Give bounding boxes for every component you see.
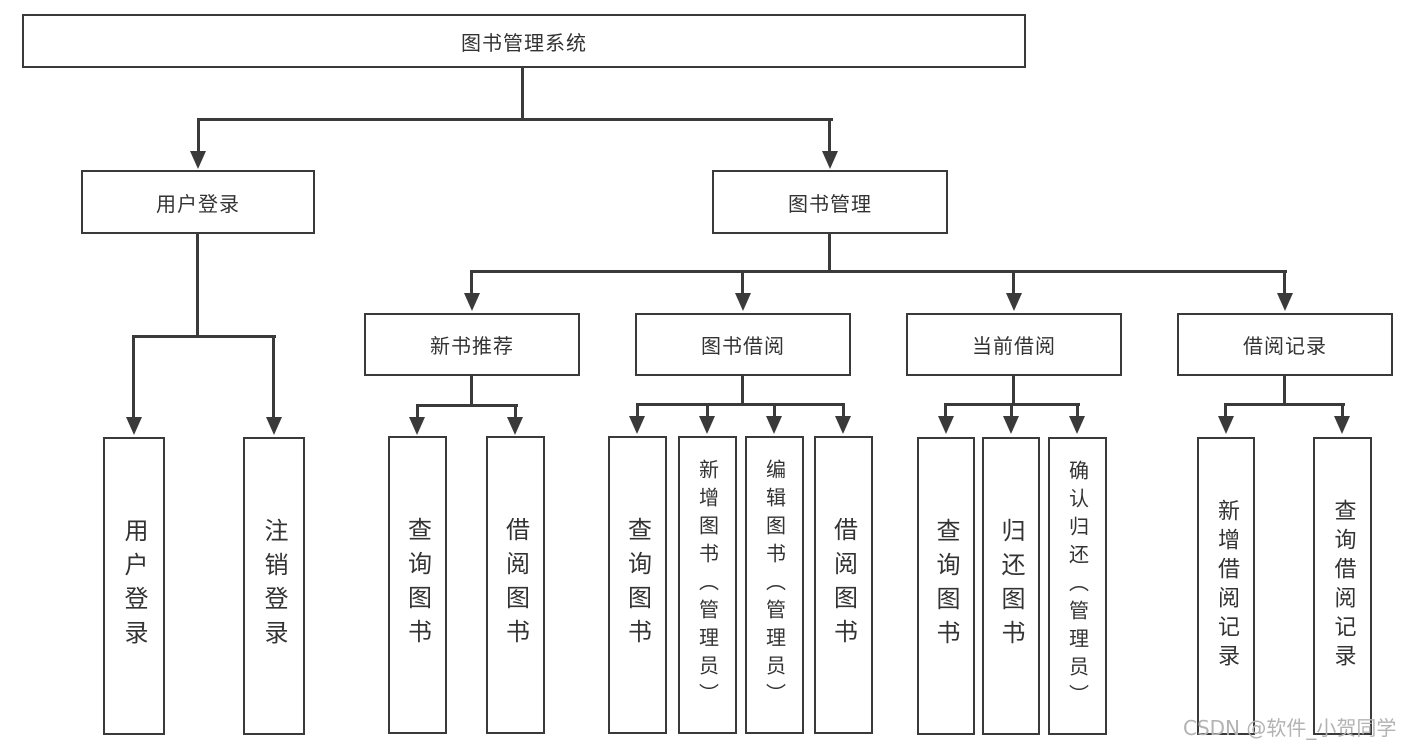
connector-book-mgmt-split xyxy=(470,270,1287,273)
connector-book-mgmt-drop xyxy=(828,118,831,155)
leaf-cb-return-book: 归还图书 xyxy=(982,437,1040,735)
node-book-management: 图书管理 xyxy=(712,170,948,234)
node-new-book-recommend: 新书推荐 xyxy=(364,313,580,376)
connector-user-login-drop xyxy=(197,118,200,155)
csdn-watermark: CSDN @软件_小贺同学 xyxy=(1183,716,1397,740)
arrowhead-br-leaf2 xyxy=(1334,416,1350,434)
node-book-borrow: 图书借阅 xyxy=(635,313,851,376)
leaf-bb-borrow-book: 借阅图书 xyxy=(814,436,873,734)
arrowhead-nb-leaf1 xyxy=(409,417,425,435)
arrowhead-cb-leaf2 xyxy=(1003,416,1019,434)
arrowhead-cb-leaf1 xyxy=(938,416,954,434)
arrowhead-bb-leaf2 xyxy=(699,416,715,434)
arrowhead-br-leaf1 xyxy=(1218,416,1234,434)
connector-bb-leaf2-drop xyxy=(706,403,709,417)
arrowhead-book-borrow xyxy=(735,293,751,311)
connector-login-leaf1-drop xyxy=(132,335,135,419)
arrowhead-login-leaf1 xyxy=(126,417,142,435)
arrowhead-bb-leaf1 xyxy=(629,416,645,434)
connector-book-borrow-drop xyxy=(741,270,744,297)
connector-book-borrow-stem xyxy=(741,376,744,406)
arrowhead-login-leaf2 xyxy=(266,417,282,435)
leaf-br-query-record: 查询借阅记录 xyxy=(1313,437,1372,735)
leaf-cb-confirm-return-admin: 确认归还（管理员） xyxy=(1048,437,1107,735)
connector-borrow-record-drop xyxy=(1283,270,1286,297)
leaf-user-login: 用户登录 xyxy=(103,437,165,735)
leaf-bb-edit-book-admin: 编辑图书（管理员） xyxy=(745,436,804,734)
arrowhead-user-login xyxy=(190,151,206,169)
connector-borrow-record-split xyxy=(1224,403,1345,406)
arrowhead-book-mgmt xyxy=(822,151,838,169)
leaf-nb-borrow-book: 借阅图书 xyxy=(486,436,545,734)
leaf-cb-query-book: 查询图书 xyxy=(917,437,975,735)
connector-cb-leaf3-drop xyxy=(1076,403,1079,417)
node-library-system: 图书管理系统 xyxy=(22,14,1026,68)
leaf-nb-query-book: 查询图书 xyxy=(388,436,447,734)
node-user-login: 用户登录 xyxy=(81,170,315,234)
connector-br-leaf2-drop xyxy=(1341,403,1344,417)
leaf-bb-add-book-admin: 新增图书（管理员） xyxy=(678,436,737,734)
connector-user-login-split xyxy=(132,335,276,338)
connector-borrow-record-stem xyxy=(1283,376,1286,406)
connector-new-book-split xyxy=(416,404,518,407)
connector-bb-leaf1-drop xyxy=(636,403,639,417)
connector-book-borrow-split xyxy=(636,403,845,406)
leaf-bb-query-book: 查询图书 xyxy=(608,436,667,734)
connector-bb-leaf4-drop xyxy=(842,403,845,417)
leaf-br-add-record: 新增借阅记录 xyxy=(1197,437,1255,735)
connector-book-mgmt-stem xyxy=(828,234,831,273)
connector-cb-leaf1-drop xyxy=(944,403,947,417)
connector-br-leaf1-drop xyxy=(1224,403,1227,417)
leaf-logout: 注销登录 xyxy=(243,437,305,735)
arrowhead-current-borrow xyxy=(1006,293,1022,311)
node-borrow-record: 借阅记录 xyxy=(1177,313,1393,376)
connector-current-borrow-drop xyxy=(1012,270,1015,297)
arrowhead-new-book xyxy=(464,293,480,311)
connector-nb-leaf1-drop xyxy=(416,404,419,418)
connector-bb-leaf3-drop xyxy=(773,403,776,417)
arrowhead-borrow-record xyxy=(1277,293,1293,311)
node-current-borrow: 当前借阅 xyxy=(906,313,1122,376)
connector-root-stem xyxy=(521,68,524,120)
connector-nb-leaf2-drop xyxy=(514,404,517,418)
arrowhead-bb-leaf3 xyxy=(766,416,782,434)
arrowhead-nb-leaf2 xyxy=(507,417,523,435)
connector-root-split xyxy=(197,118,833,121)
connector-new-book-drop xyxy=(470,270,473,297)
connector-current-borrow-stem xyxy=(1012,376,1015,406)
connector-login-leaf2-drop xyxy=(272,335,275,419)
arrowhead-cb-leaf3 xyxy=(1069,416,1085,434)
connector-cb-leaf2-drop xyxy=(1010,403,1013,417)
connector-user-login-stem xyxy=(196,234,199,337)
arrowhead-bb-leaf4 xyxy=(835,416,851,434)
connector-new-book-stem xyxy=(470,376,473,407)
